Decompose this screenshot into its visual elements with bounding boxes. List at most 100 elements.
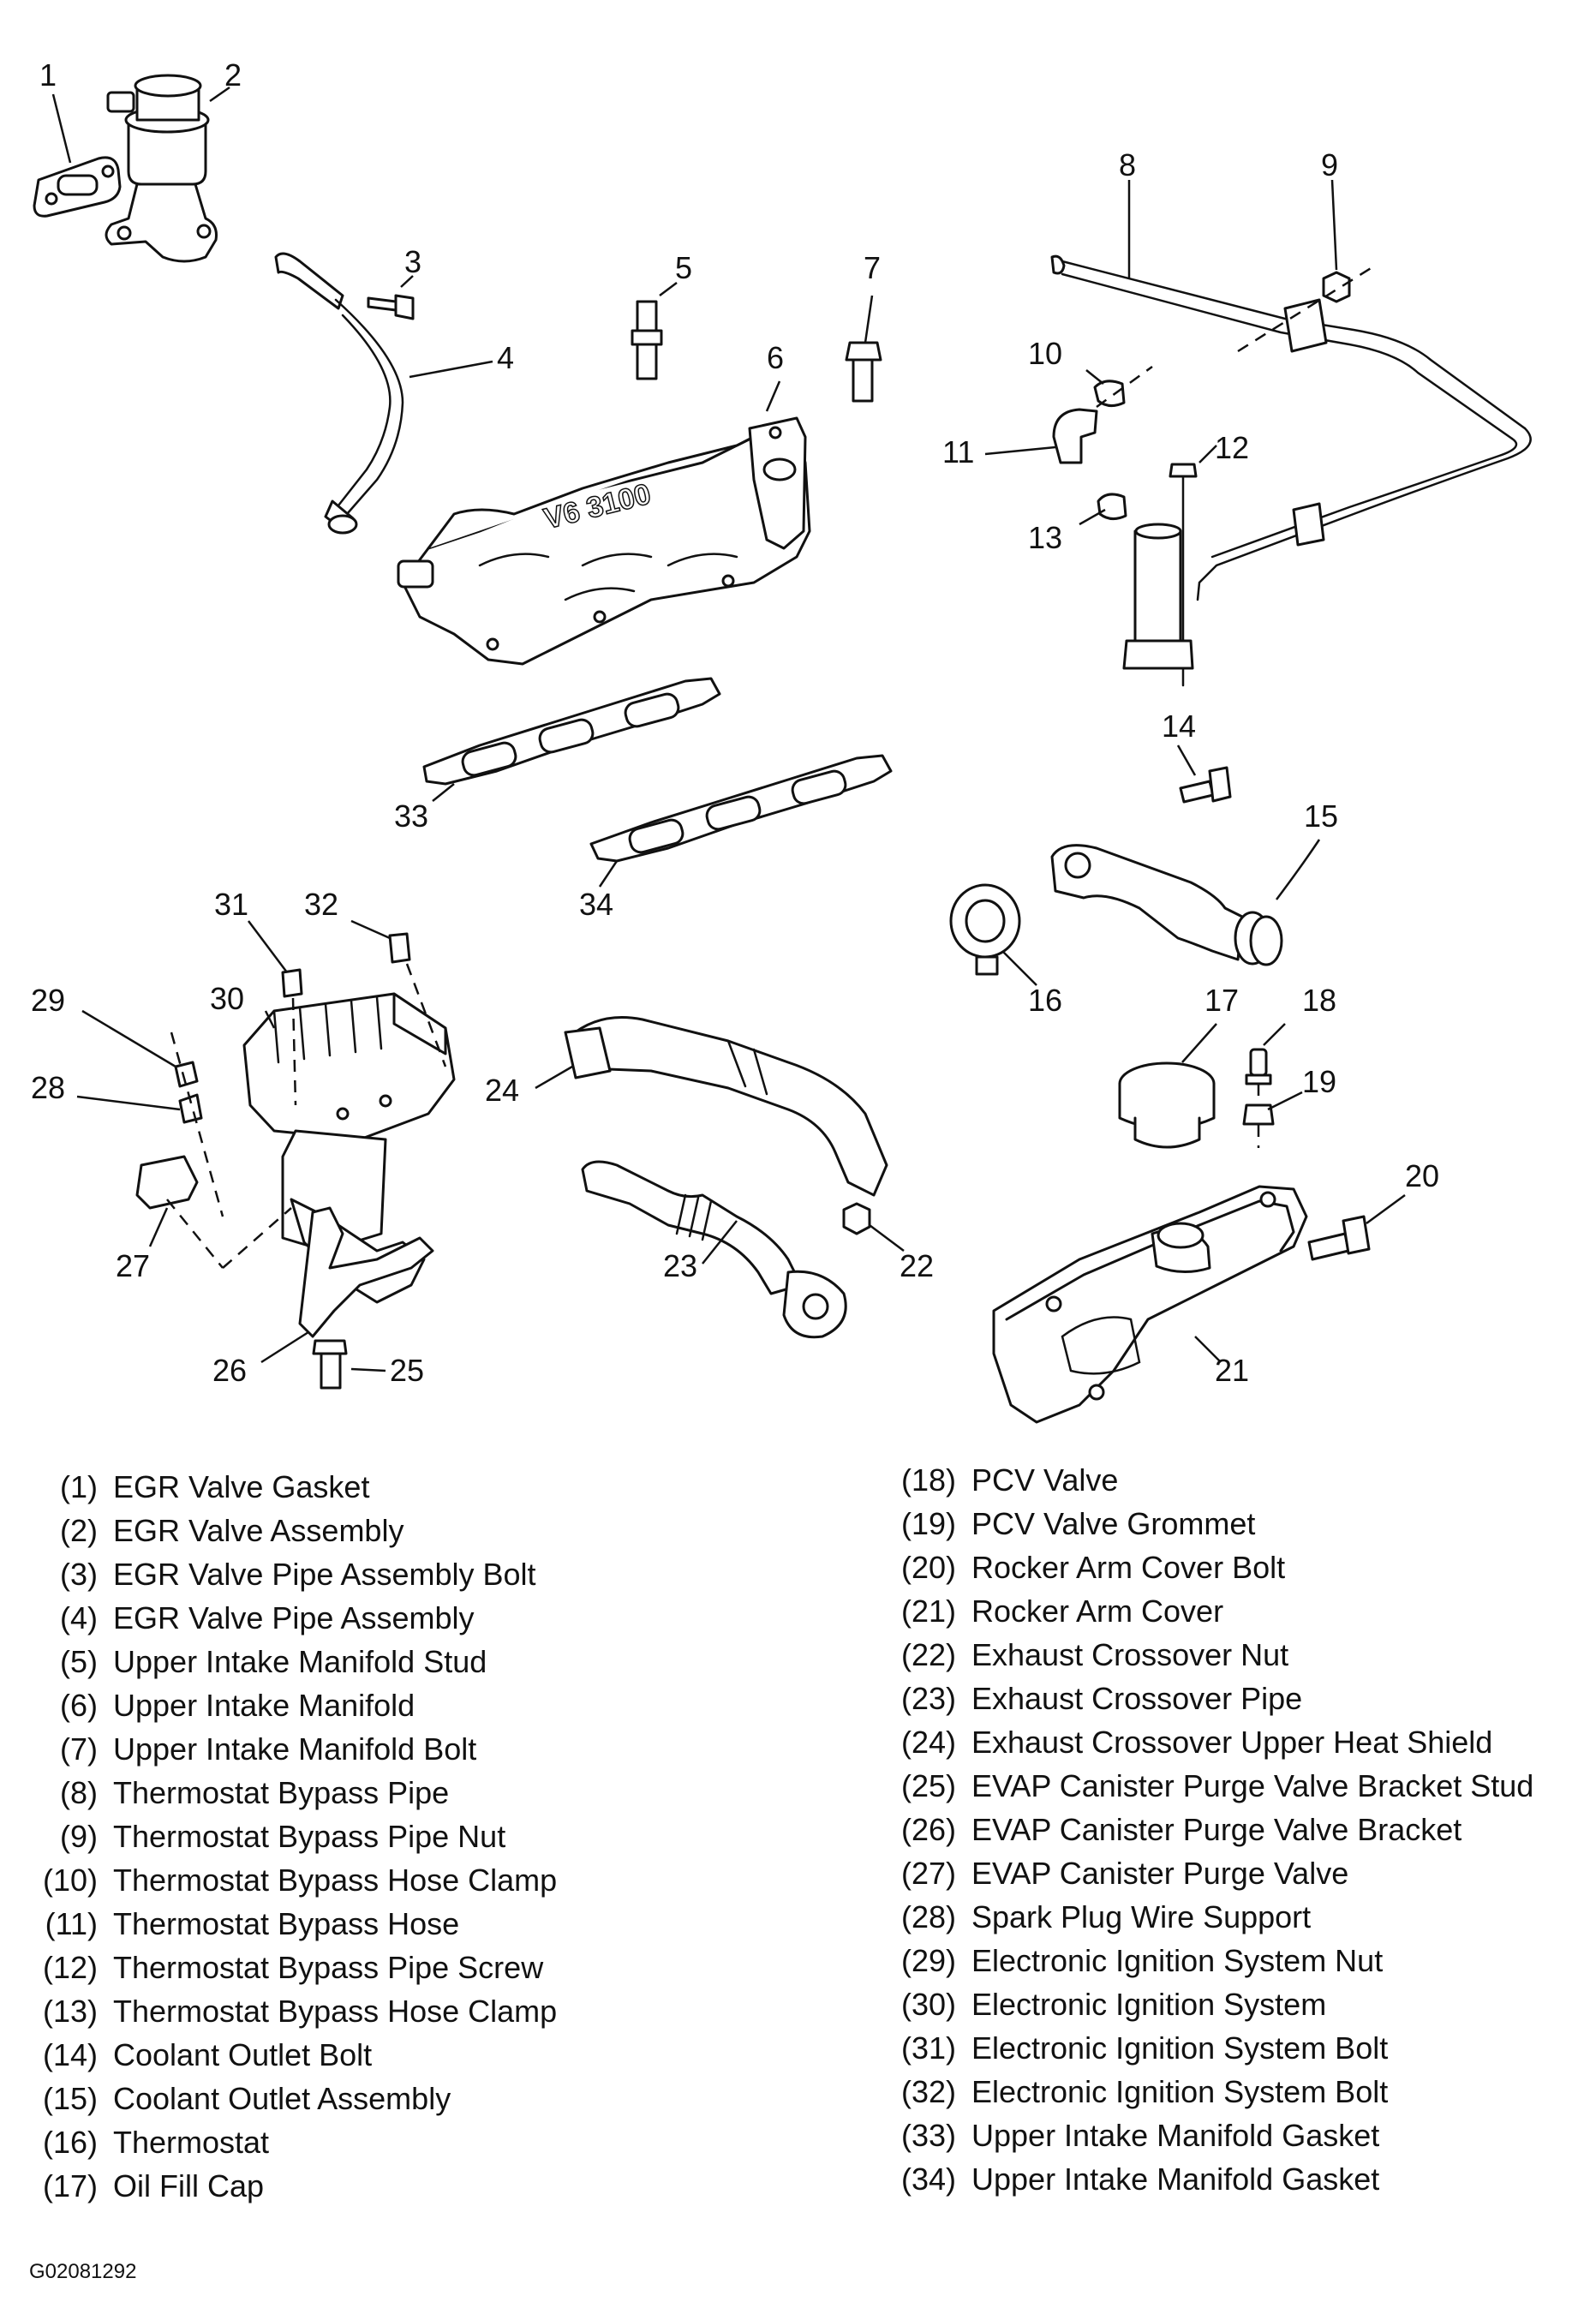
callout-8: 8 <box>1119 147 1136 182</box>
bypass-hose-and-clamps-drawing <box>984 365 1153 526</box>
legend-number: (19) <box>900 1506 956 1541</box>
egr-valve-pipe-drawing <box>274 252 493 535</box>
legend-number: (8) <box>60 1775 98 1810</box>
legend-item: (12) Thermostat Bypass Pipe Screw <box>29 1946 557 1989</box>
legend-label: PCV Valve Grommet <box>971 1506 1256 1541</box>
callout-30: 30 <box>210 981 244 1016</box>
legend-label: Thermostat Bypass Pipe <box>113 1775 450 1810</box>
legend-label: EVAP Canister Purge Valve Bracket <box>971 1812 1462 1847</box>
callout-6: 6 <box>767 340 784 375</box>
legend-label: Oil Fill Cap <box>113 2168 265 2203</box>
legend-number: (33) <box>900 2118 956 2153</box>
legend-number: (11) <box>45 1906 98 1941</box>
legend-label: Thermostat Bypass Hose <box>113 1906 460 1941</box>
legend-number: (13) <box>42 1994 98 2029</box>
exhaust-crossover-nut-drawing <box>842 1202 905 1252</box>
oil-fill-cap-drawing <box>1118 1023 1217 1149</box>
legend-number: (32) <box>900 2074 956 2109</box>
legend-label: Coolant Outlet Assembly <box>113 2081 451 2116</box>
legend-item: (13) Thermostat Bypass Hose Clamp <box>29 1989 557 2033</box>
callout-26: 26 <box>212 1353 247 1388</box>
callout-34: 34 <box>579 887 613 922</box>
legend-number: (2) <box>60 1513 98 1548</box>
legend-item: (6) Upper Intake Manifold <box>29 1683 557 1727</box>
callout-1: 1 <box>39 57 57 93</box>
bypass-pipe-nut-drawing <box>1237 179 1376 353</box>
legend-item: (14)Coolant Outlet Bolt <box>29 2033 557 2077</box>
callout-19: 19 <box>1302 1064 1336 1099</box>
legend-number: (25) <box>900 1768 956 1803</box>
legend-number: (6) <box>60 1688 98 1723</box>
legend-number: (29) <box>900 1943 956 1978</box>
legend-label: Thermostat Bypass Hose Clamp <box>113 1863 558 1898</box>
legend-number: (5) <box>60 1644 98 1679</box>
legend-item: (15)Coolant Outlet Assembly <box>29 2077 557 2120</box>
legend-item: (25) EVAP Canister Purge Valve Bracket St… <box>882 1764 1533 1808</box>
legend-label: Upper Intake Manifold Stud <box>113 1644 487 1679</box>
legend-label: Thermostat Bypass Pipe Screw <box>113 1950 544 1985</box>
legend-number: (24) <box>900 1725 956 1760</box>
legend-label: Upper Intake Manifold Gasket <box>971 2118 1380 2153</box>
callout-31: 31 <box>214 887 248 922</box>
exploded-parts-diagram: V6 3100 <box>31 57 1532 1424</box>
exhaust-crossover-drawing <box>535 1016 888 1339</box>
callout-28: 28 <box>31 1070 65 1105</box>
legend-number: (27) <box>900 1856 956 1891</box>
legend-item: (21)Rocker Arm Cover <box>882 1589 1533 1633</box>
callout-5: 5 <box>675 250 692 285</box>
callout-29: 29 <box>31 983 65 1018</box>
coolant-outlet-bolt-drawing <box>1176 744 1232 804</box>
legend-item: (30) Electronic Ignition System <box>882 1982 1533 2026</box>
legend-label: Thermostat Bypass Hose Clamp <box>113 1994 558 2029</box>
legend-number: (10) <box>42 1863 98 1898</box>
callout-numbers: 1 2 3 4 5 6 7 8 9 10 11 12 13 14 15 16 1… <box>31 57 1439 1388</box>
legend-label: Rocker Arm Cover Bolt <box>971 1550 1286 1585</box>
legend-number: (3) <box>60 1557 98 1592</box>
callout-32: 32 <box>304 887 338 922</box>
legend-number: (30) <box>900 1987 956 2022</box>
legend-number: (26) <box>900 1812 956 1847</box>
callout-10: 10 <box>1028 336 1062 371</box>
rocker-arm-cover-drawing <box>992 1185 1308 1424</box>
callout-22: 22 <box>900 1248 934 1283</box>
legend-number: (20) <box>900 1550 956 1585</box>
legend-number: (28) <box>900 1899 956 1934</box>
callout-25: 25 <box>390 1353 424 1388</box>
legend-label: EVAP Canister Purge Valve Bracket Stud <box>971 1768 1534 1803</box>
legend-number: (17) <box>42 2168 98 2203</box>
legend-label: EGR Valve Gasket <box>113 1469 370 1504</box>
legend-label: Rocker Arm Cover <box>971 1593 1224 1629</box>
callout-16: 16 <box>1028 983 1062 1018</box>
figure-id: G02081292 <box>29 2260 137 2283</box>
legend-number: (34) <box>900 2162 956 2197</box>
legend-label: EGR Valve Pipe Assembly <box>113 1600 475 1635</box>
callout-11: 11 <box>942 434 974 469</box>
coolant-outlet-assembly-drawing <box>1050 839 1321 966</box>
legend-label: Upper Intake Manifold <box>113 1688 415 1723</box>
egr-valve-gasket-drawing <box>33 93 122 218</box>
egr-pipe-bolt-drawing <box>367 275 415 320</box>
legend-item: (23)Exhaust Crossover Pipe <box>882 1677 1533 1720</box>
legend-label: Electronic Ignition System <box>971 1987 1327 2022</box>
legend-item: (28)Spark Plug Wire Support <box>882 1895 1533 1939</box>
legend-item: (8) Thermostat Bypass Pipe <box>29 1771 557 1815</box>
callout-3: 3 <box>404 244 421 279</box>
legend-item: (18)PCV Valve <box>882 1458 1533 1502</box>
callout-7: 7 <box>864 250 881 285</box>
legend-number: (31) <box>900 2030 956 2066</box>
legend-number: (4) <box>60 1600 98 1635</box>
egr-valve-assembly-drawing <box>105 74 230 263</box>
legend-number: (1) <box>60 1469 98 1504</box>
bypass-pipe-screw-and-riser-drawing <box>1122 445 1217 687</box>
legend-number: (12) <box>42 1950 98 1985</box>
legend-item: (2)EGR Valve Assembly <box>29 1509 557 1552</box>
legend-label: Electronic Ignition System Bolt <box>971 2074 1389 2109</box>
legend-label: EVAP Canister Purge Valve <box>971 1856 1349 1891</box>
legend-number: (7) <box>60 1731 98 1767</box>
legend-label: Exhaust Crossover Pipe <box>971 1681 1303 1716</box>
rocker-cover-bolt-drawing <box>1307 1193 1406 1261</box>
legend-item: (19) PCV Valve Grommet <box>882 1502 1533 1546</box>
callout-9: 9 <box>1321 147 1338 182</box>
legend-label: Electronic Ignition System Nut <box>971 1943 1384 1978</box>
legend-label: Upper Intake Manifold Bolt <box>113 1731 477 1767</box>
